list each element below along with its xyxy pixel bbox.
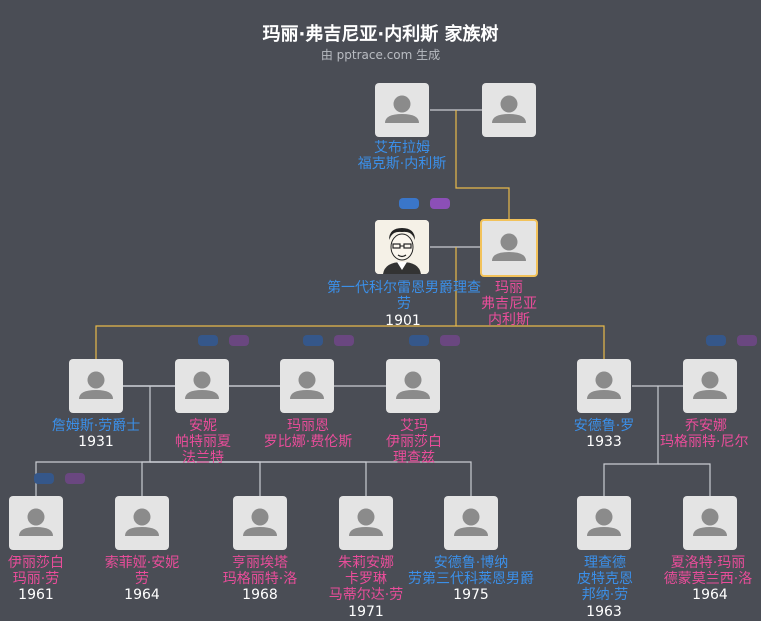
avatar-andrew-baron[interactable] <box>444 496 498 550</box>
person-icon <box>385 95 419 123</box>
birth-year-elizabeth: 1961 <box>18 587 54 603</box>
person-icon <box>125 508 159 536</box>
person-icon <box>587 508 621 536</box>
birth-year-julianna: 1971 <box>348 604 384 620</box>
person-icon <box>19 508 53 536</box>
relation-tag-male[interactable] <box>34 473 54 484</box>
relation-tag-female[interactable] <box>440 335 460 346</box>
person-label-abraham[interactable]: 艾布拉姆 福克斯·内利斯 <box>357 140 447 172</box>
avatar-mary[interactable] <box>480 219 538 277</box>
person-label-julianna[interactable]: 朱莉安娜 卡罗琳 马蒂尔达·劳 <box>328 555 404 603</box>
avatar-andrew[interactable] <box>577 359 631 413</box>
birth-year-sophia: 1964 <box>124 587 160 603</box>
person-label-charlotte[interactable]: 夏洛特·玛丽 德蒙莫兰西·洛 <box>663 555 753 587</box>
avatar-emma[interactable] <box>386 359 440 413</box>
person-icon <box>492 233 526 261</box>
portrait-photo-icon <box>375 220 429 274</box>
birth-year-henrietta: 1968 <box>242 587 278 603</box>
person-icon <box>185 371 219 399</box>
avatar-henrietta[interactable] <box>233 496 287 550</box>
avatar-joanna[interactable] <box>683 359 737 413</box>
avatar-annie[interactable] <box>175 359 229 413</box>
person-label-joanna[interactable]: 乔安娜 玛格丽特·尼尔 <box>660 418 749 450</box>
avatar-elizabeth[interactable] <box>9 496 63 550</box>
person-label-sophia[interactable]: 索菲娅·安妮 劳 <box>104 555 180 587</box>
person-label-richard[interactable]: 理查德 皮特克恩 邦纳·劳 <box>577 555 633 603</box>
person-label-emma[interactable]: 艾玛 伊丽莎白 理查兹 <box>386 418 442 466</box>
birth-year-andrew: 1933 <box>586 434 622 450</box>
avatar-abraham-spouse[interactable] <box>482 83 536 137</box>
avatar-james[interactable] <box>69 359 123 413</box>
person-label-henrietta[interactable]: 亨丽埃塔 玛格丽特·洛 <box>222 555 298 587</box>
person-icon <box>454 508 488 536</box>
birth-year-charlotte: 1964 <box>692 587 728 603</box>
person-label-earl[interactable]: 第一代科尔雷恩男爵理查 劳 <box>327 280 481 312</box>
person-icon <box>492 95 526 123</box>
page-subtitle: 由 pptrace.com 生成 <box>320 48 441 62</box>
relation-tag-female[interactable] <box>229 335 249 346</box>
birth-year-earl: 1901 <box>385 313 421 329</box>
birth-year-james: 1931 <box>78 434 114 450</box>
relation-tag-female[interactable] <box>737 335 757 346</box>
relation-tag-male[interactable] <box>409 335 429 346</box>
person-label-andrew[interactable]: 安德鲁·罗 <box>573 418 635 434</box>
relation-tag-male[interactable] <box>706 335 726 346</box>
avatar-marian[interactable] <box>280 359 334 413</box>
avatar-abraham[interactable] <box>375 83 429 137</box>
relation-tag-male[interactable] <box>198 335 218 346</box>
person-label-elizabeth[interactable]: 伊丽莎白 玛丽·劳 <box>8 555 64 587</box>
person-icon <box>693 371 727 399</box>
person-label-annie[interactable]: 安妮 帕特丽夏 法兰特 <box>175 418 231 466</box>
person-icon <box>349 508 383 536</box>
person-icon <box>693 508 727 536</box>
avatar-earl[interactable] <box>375 220 429 274</box>
person-icon <box>396 371 430 399</box>
relation-tag-male[interactable] <box>399 198 419 209</box>
avatar-richard[interactable] <box>577 496 631 550</box>
relation-tag-female[interactable] <box>430 198 450 209</box>
page-title: 玛丽·弗吉尼亚·内利斯 家族树 <box>262 24 499 45</box>
person-icon <box>290 371 324 399</box>
person-icon <box>79 371 113 399</box>
birth-year-andrew-baron: 1975 <box>453 587 489 603</box>
relation-tag-male[interactable] <box>303 335 323 346</box>
birth-year-richard: 1963 <box>586 604 622 620</box>
person-icon <box>587 371 621 399</box>
person-label-marian[interactable]: 玛丽恩 罗比娜·费伦斯 <box>263 418 353 450</box>
relation-tag-female[interactable] <box>65 473 85 484</box>
person-label-andrew-baron[interactable]: 安德鲁·博纳 劳第三代科莱恩男爵 <box>408 555 534 587</box>
person-label-james[interactable]: 詹姆斯·劳爵士 <box>51 418 141 434</box>
person-icon <box>243 508 277 536</box>
avatar-charlotte[interactable] <box>683 496 737 550</box>
person-label-mary[interactable]: 玛丽 弗吉尼亚 内利斯 <box>481 280 537 328</box>
avatar-sophia[interactable] <box>115 496 169 550</box>
avatar-julianna[interactable] <box>339 496 393 550</box>
relation-tag-female[interactable] <box>334 335 354 346</box>
